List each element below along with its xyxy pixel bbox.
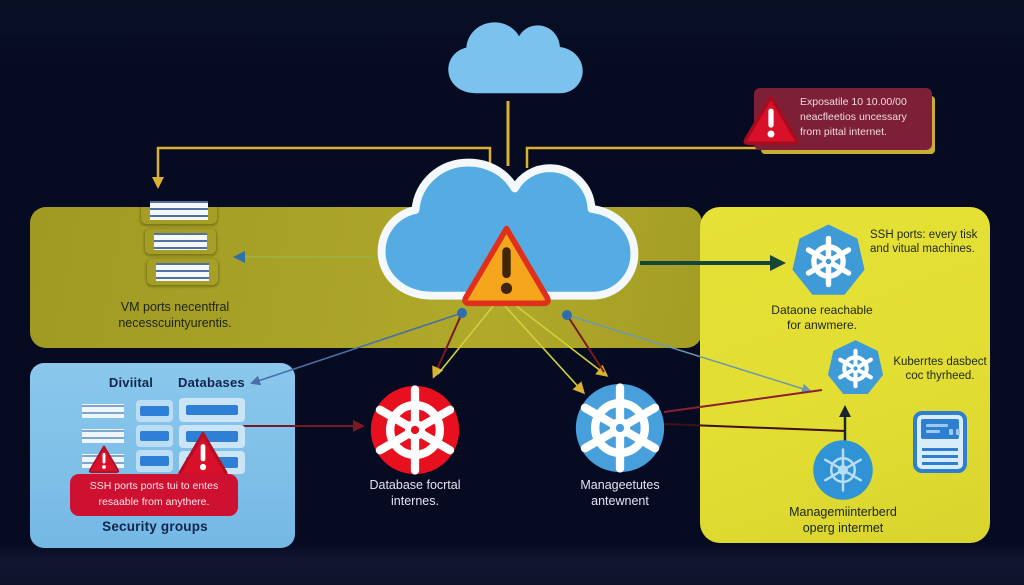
management-wheel-label: Manageetutes antewnent (580, 478, 660, 509)
table-cell (136, 400, 173, 422)
table-cell (136, 425, 173, 447)
connector-warn-to-red-wheel (437, 304, 495, 375)
k8s-top-text: SSH ports: every tisk and vitual machine… (870, 229, 978, 256)
vm-card (146, 258, 219, 286)
column-header-databases: Databases (178, 375, 245, 390)
connector-cloud-to-blue-wheel (566, 314, 605, 373)
column-header-divital: Diviital (108, 375, 154, 390)
vm-band-label: VM ports necentfral necesscuintyurentis. (118, 300, 232, 330)
connector-cloud-to-k8s-mid (566, 314, 812, 394)
vm-card (144, 228, 217, 255)
warning-triangle-icon (88, 442, 120, 476)
junction-dot-right (562, 310, 572, 320)
alert-callout-text: Exposatile 10 10.00/00 neacfleetios unce… (800, 96, 907, 139)
kubernetes-icon-mid (826, 339, 885, 398)
table-cell (75, 400, 131, 422)
connector-cloud-to-vmcards (152, 146, 492, 189)
database-wheel-label: Database focrtal internes. (369, 478, 461, 509)
table-cell (179, 398, 245, 422)
warning-triangle-icon (176, 430, 230, 478)
management-helm-icon (812, 439, 874, 501)
security-groups-caption: Security groups (102, 519, 208, 534)
kubernetes-icon-top (790, 223, 867, 300)
internet-cloud-icon (433, 20, 598, 104)
connector-warn-to-blue-wheel-a (503, 304, 586, 395)
connector-warn-to-blue-wheel-b (514, 304, 609, 377)
connector-blue-wheel-to-mgmt (663, 423, 846, 440)
ssh-warning-banner: SSH ports ports tui to entes resaable fr… (70, 474, 238, 516)
alert-warning-icon (742, 92, 800, 147)
table-cell (136, 450, 173, 472)
connector-cloud-to-security-panel (250, 312, 463, 386)
table-cell (179, 425, 245, 448)
junction-dot-left (457, 308, 467, 318)
k8s-top-caption: Dataone reachable for anwmere. (771, 303, 873, 332)
connector-blue-wheel-to-k8s-mid (663, 389, 823, 413)
cloud-warning-icon (459, 222, 554, 308)
document-icon (913, 411, 967, 473)
table-cell (75, 425, 131, 447)
connector-cloud-to-red-wheel (432, 312, 463, 379)
vm-card (140, 196, 218, 225)
k8s-mid-text: Kuberrtes dasbect coc thyrheed. (893, 356, 987, 383)
database-wheel-icon (369, 384, 461, 476)
management-wheel-icon (574, 382, 666, 474)
mgmt-caption: Managemiinterberd operg intermet (789, 505, 897, 535)
